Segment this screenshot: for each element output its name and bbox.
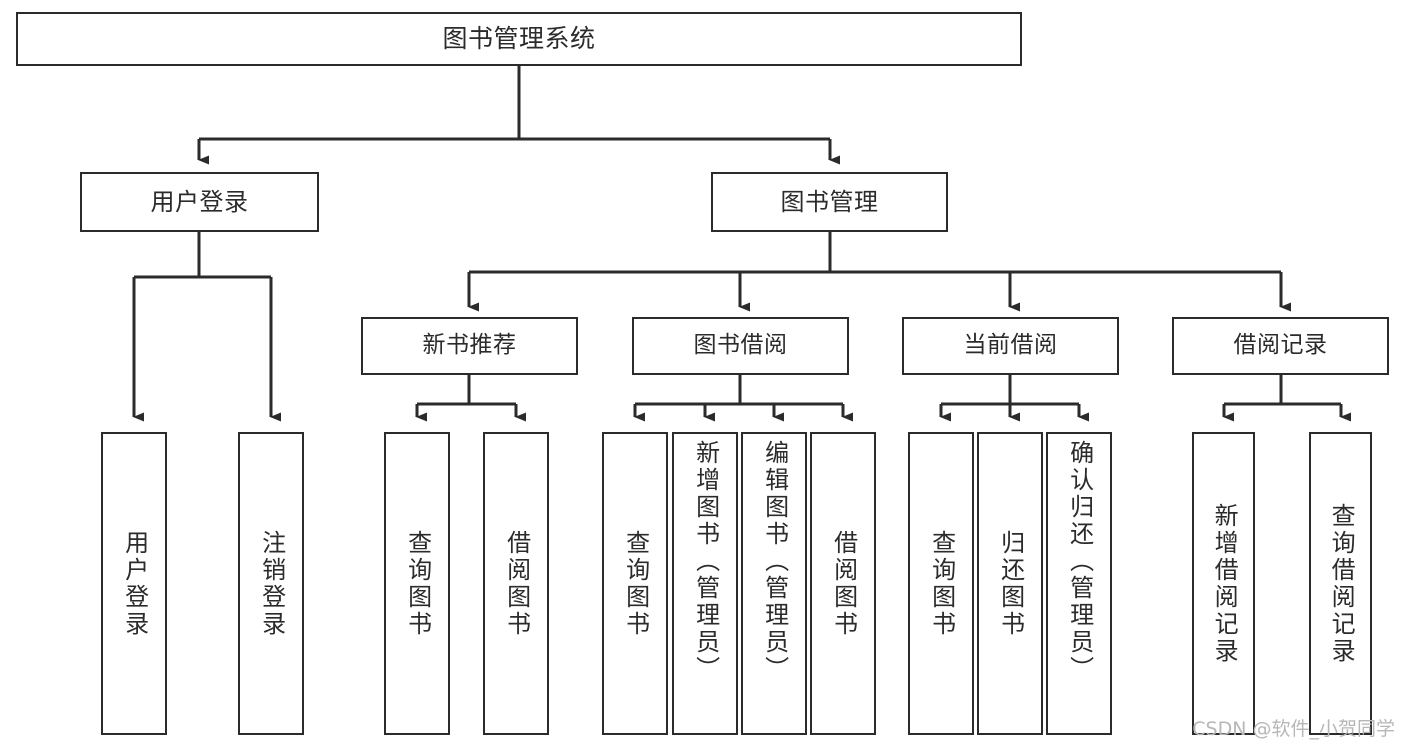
node-leaf-user-login-label: 用户登录 [120,529,149,638]
node-leaf-return-book-label: 归还图书 [996,529,1025,638]
node-user-login-label: 用户登录 [150,187,249,216]
node-leaf-confirm-return-label: 确认归还（管理员） [1065,440,1094,683]
node-leaf-query-book-2[interactable]: 查询图书 [602,432,668,735]
node-book-borrow[interactable]: 图书借阅 [632,317,849,375]
node-leaf-return-book[interactable]: 归还图书 [977,432,1043,735]
node-borrow-record[interactable]: 借阅记录 [1172,317,1389,375]
node-leaf-query-record[interactable]: 查询借阅记录 [1309,432,1372,735]
node-borrow-record-label: 借阅记录 [1233,332,1328,359]
node-leaf-query-book-1-label: 查询图书 [403,529,432,638]
node-new-book-recommend[interactable]: 新书推荐 [361,317,578,375]
node-leaf-user-logout-label: 注销登录 [257,529,286,638]
node-leaf-edit-book[interactable]: 编辑图书（管理员） [741,432,807,735]
node-root-label: 图书管理系统 [442,24,596,53]
node-user-login[interactable]: 用户登录 [80,172,319,232]
node-leaf-confirm-return[interactable]: 确认归还（管理员） [1046,432,1112,735]
node-new-book-recommend-label: 新书推荐 [422,332,517,359]
node-leaf-add-book[interactable]: 新增图书（管理员） [672,432,738,735]
node-leaf-borrow-book-2[interactable]: 借阅图书 [810,432,876,735]
node-leaf-add-book-label: 新增图书（管理员） [691,440,720,683]
node-book-manage[interactable]: 图书管理 [711,172,948,232]
csdn-watermark: CSDN @软件_小贺同学 [1192,718,1395,740]
node-leaf-add-record[interactable]: 新增借阅记录 [1192,432,1255,735]
node-book-manage-label: 图书管理 [780,187,879,216]
node-leaf-query-book-3[interactable]: 查询图书 [908,432,974,735]
node-leaf-query-book-1[interactable]: 查询图书 [384,432,450,735]
node-leaf-user-login[interactable]: 用户登录 [101,432,167,735]
node-leaf-borrow-book-1-label: 借阅图书 [502,529,531,638]
node-leaf-query-book-2-label: 查询图书 [621,529,650,638]
node-root-book-management-system[interactable]: 图书管理系统 [16,12,1022,66]
node-leaf-add-record-label: 新增借阅记录 [1210,502,1239,665]
node-leaf-query-book-3-label: 查询图书 [927,529,956,638]
node-leaf-user-logout[interactable]: 注销登录 [238,432,304,735]
node-leaf-borrow-book-1[interactable]: 借阅图书 [483,432,549,735]
node-leaf-query-record-label: 查询借阅记录 [1327,502,1356,665]
node-current-borrow[interactable]: 当前借阅 [902,317,1119,375]
node-leaf-borrow-book-2-label: 借阅图书 [829,529,858,638]
node-leaf-edit-book-label: 编辑图书（管理员） [760,440,789,683]
node-book-borrow-label: 图书借阅 [693,332,788,359]
node-current-borrow-label: 当前借阅 [963,332,1058,359]
